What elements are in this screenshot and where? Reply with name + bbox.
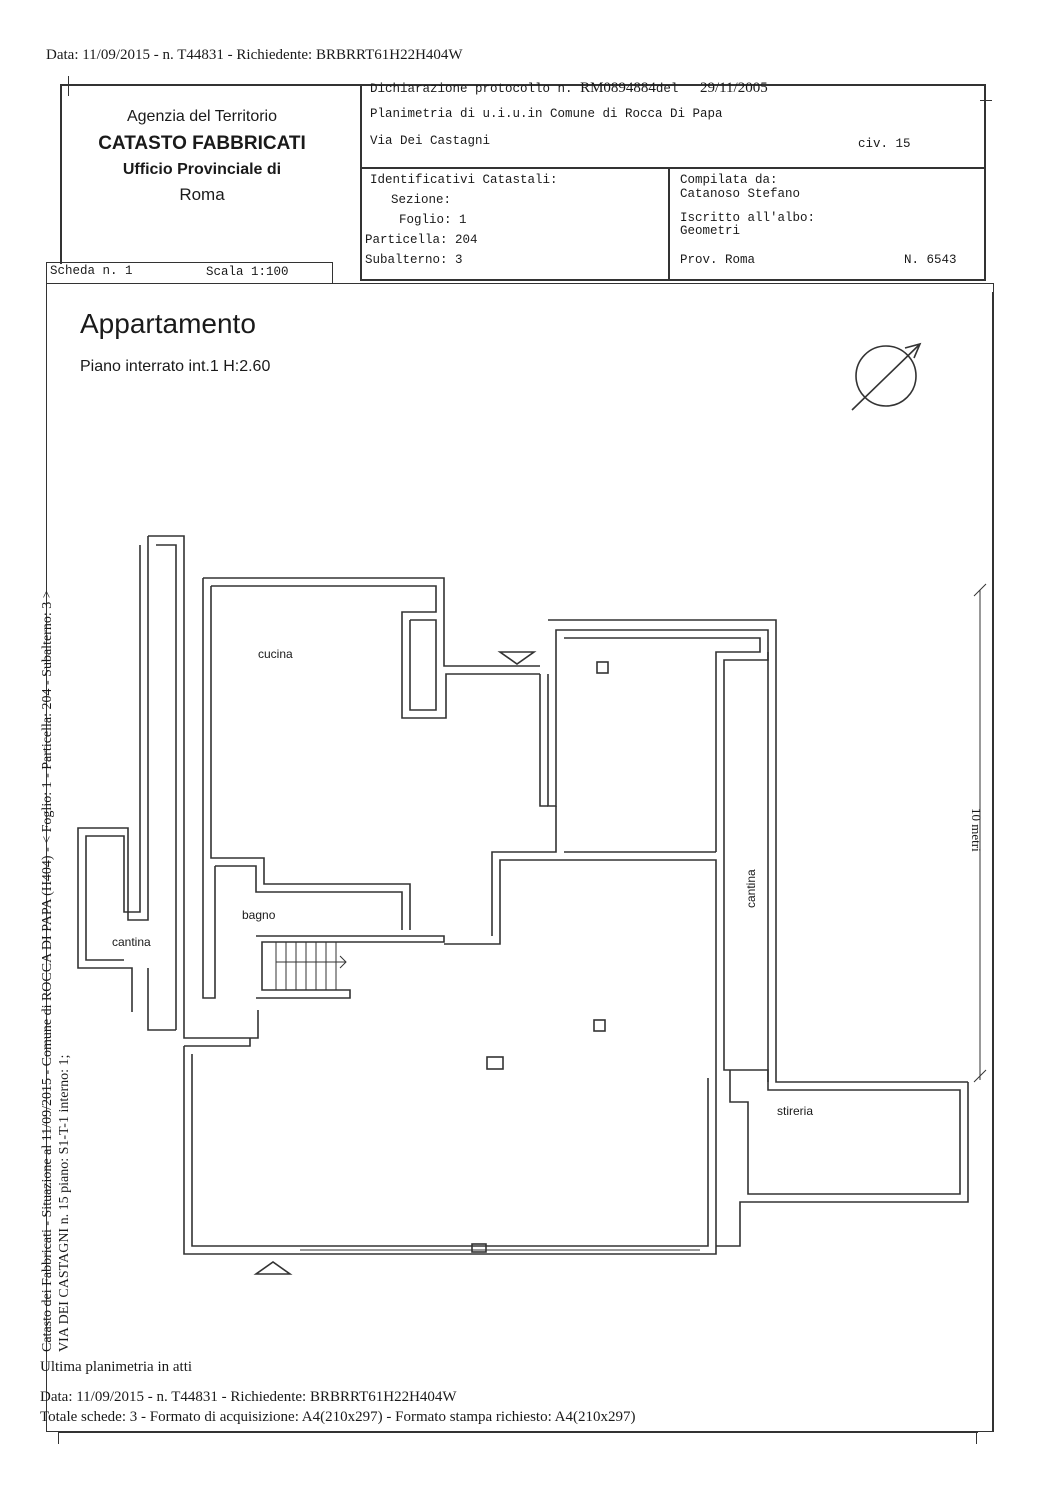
wall <box>215 865 403 930</box>
plan-subtitle: Piano interrato int.1 H:2.60 <box>80 358 271 375</box>
wall <box>184 1038 251 1047</box>
grid-divider <box>360 84 362 280</box>
stairs <box>275 942 347 990</box>
header-left-rule <box>60 84 62 264</box>
subalterno: Subalterno: 3 <box>365 253 463 267</box>
pillar <box>596 661 609 674</box>
pillar <box>486 1056 504 1070</box>
ufficio-label: Ufficio Provinciale di <box>122 161 282 178</box>
wall <box>85 545 141 961</box>
side-cadastral-info: Catasto dei Fabbricati - Situazione al 1… <box>40 590 55 1352</box>
room-label-cantina-right: cantina <box>744 869 758 908</box>
footer-totale: Totale schede: 3 - Formato di acquisizio… <box>40 1409 636 1425</box>
wall <box>556 859 717 1070</box>
wall <box>409 619 437 711</box>
protocol-number: RM0894884 <box>580 80 656 96</box>
scheda-number: Scheda n. 1 <box>50 264 133 278</box>
north-arrow-icon <box>851 343 921 411</box>
crop-mark <box>980 100 992 101</box>
address-street: Via Dei Castagni <box>370 134 491 148</box>
wall <box>564 637 761 852</box>
pillar <box>471 1243 487 1253</box>
prov-value: Prov. Roma <box>680 253 756 267</box>
compilata-name: Catanoso Stefano <box>680 187 801 201</box>
protocol-line: Dichiarazione protocollo n. RM0894884del… <box>370 80 768 97</box>
north-arrow-icon <box>855 345 917 407</box>
albo-value: Geometri <box>680 224 741 238</box>
room-label-stireria: stireria <box>777 1104 814 1118</box>
pillar <box>593 1019 606 1032</box>
grid-divider <box>360 279 986 281</box>
room-label-bagno: bagno <box>242 908 276 922</box>
wall <box>723 852 961 1195</box>
wall <box>191 1054 709 1247</box>
header-right-rule <box>984 84 986 280</box>
wall <box>716 1082 969 1247</box>
protocol-date: 29/11/2005 <box>699 80 768 96</box>
crop-mark <box>68 76 69 96</box>
opening-marker <box>253 1261 293 1275</box>
particella: Particella: 204 <box>365 233 478 247</box>
crop-mark <box>58 1432 59 1444</box>
header-top-rule <box>60 84 986 86</box>
scale-bar-label: 10 metri <box>969 808 984 852</box>
wall <box>156 544 177 1030</box>
albo-number: N. 6543 <box>904 253 957 267</box>
agency-name: Agenzia del Territorio <box>126 108 277 125</box>
scale-bar-tick <box>973 583 987 597</box>
crop-mark <box>976 1432 977 1444</box>
wall <box>256 935 445 999</box>
wall <box>211 585 540 719</box>
bottom-rule <box>58 1432 978 1433</box>
wall <box>548 619 968 1083</box>
iscritto-label: Iscritto all'albo: <box>680 211 816 225</box>
north-arrow-icon <box>904 342 922 359</box>
drawing-frame <box>46 283 994 1432</box>
wall <box>547 629 769 852</box>
wall <box>202 578 216 999</box>
header-request-info: Data: 11/09/2015 - n. T44831 - Richieden… <box>46 47 463 63</box>
scale-bar-tick <box>973 1069 987 1083</box>
wall <box>148 535 259 1039</box>
scheda-scale: Scala 1:100 <box>206 265 289 279</box>
opening-marker <box>497 651 537 665</box>
sezione: Sezione: <box>391 193 452 207</box>
identificativi-title: Identificativi Catastali: <box>370 173 558 187</box>
wall <box>77 536 149 1012</box>
side-address-info: VIA DEI CASTAGNI n. 15 piano: S1-T-1 int… <box>57 1054 72 1352</box>
grid-divider <box>668 167 670 280</box>
wall <box>147 968 176 1031</box>
protocol-del: del <box>655 82 679 96</box>
floor-plan-walls <box>77 342 987 1275</box>
room-label-cucina: cucina <box>258 647 293 661</box>
compilata-label: Compilata da: <box>680 173 778 187</box>
wall <box>203 577 540 667</box>
wall <box>491 806 557 936</box>
wall <box>444 859 556 945</box>
room-label-cantina-left: cantina <box>112 935 151 949</box>
footer-ultima: Ultima planimetria in atti <box>40 1359 193 1375</box>
plan-title: Appartamento <box>80 308 256 339</box>
wall <box>183 1046 717 1255</box>
grid-divider <box>360 167 984 169</box>
foglio: Foglio: 1 <box>399 213 467 227</box>
wall <box>539 674 548 807</box>
footer-data: Data: 11/09/2015 - n. T44831 - Richieden… <box>40 1389 457 1405</box>
catasto-title: CATASTO FABBRICATI <box>98 133 306 154</box>
ufficio-city: Roma <box>179 185 225 204</box>
wall <box>210 586 411 930</box>
protocol-label: Dichiarazione protocollo n. <box>370 82 573 96</box>
address-civ: civ. 15 <box>858 137 911 151</box>
drawing-frame-shadow <box>992 292 994 1432</box>
planimetria-line: Planimetria di u.i.u.in Comune di Rocca … <box>370 107 723 121</box>
